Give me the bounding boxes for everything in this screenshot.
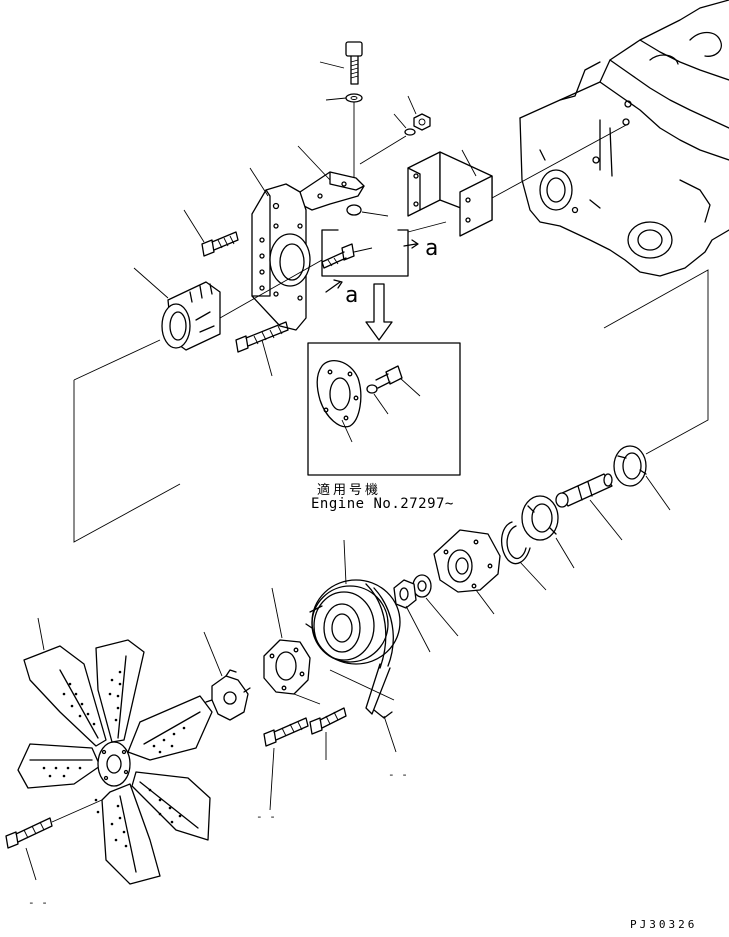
v-belt-pulley [305, 539, 401, 753]
fan-spacer [263, 587, 321, 705]
fan-bolt-1 [263, 717, 309, 811]
part-mark-3: - - [28, 896, 48, 909]
fan-flange [203, 631, 251, 721]
callout-label-a-bottom: a [345, 283, 359, 308]
fan-shaft [555, 473, 623, 541]
guide-lines [73, 269, 709, 543]
plate-bolt-lower [235, 321, 289, 377]
bracket [297, 145, 389, 217]
fan-hub [133, 259, 323, 351]
engine-block [519, 0, 729, 277]
top-washer [325, 93, 363, 178]
fan-bolt-2 [309, 707, 347, 760]
part-mark-2: - - [256, 810, 276, 823]
cooling-fan [17, 617, 213, 885]
top-bolt [319, 41, 363, 85]
detail-note-japanese: 適用号機 [317, 483, 382, 498]
pulley-housing [433, 529, 501, 615]
mounting-plate [249, 167, 311, 331]
snap-ring [501, 521, 547, 591]
spacer-block [407, 123, 629, 237]
bearing-right [613, 445, 671, 511]
small-nut [407, 95, 431, 131]
bearing-left [521, 495, 575, 569]
small-washer [359, 113, 416, 165]
drawing-id: PJ30326 [630, 918, 698, 931]
detail-box [307, 342, 461, 476]
callout-label-a-top: a [425, 236, 439, 261]
flat-washer [412, 574, 459, 637]
detail-note-engine-number: Engine No.27297~ [311, 496, 454, 512]
plate-bolt-upper [183, 209, 239, 257]
plate-bolt-center [321, 243, 373, 269]
part-mark-1: - - [388, 768, 408, 781]
callout-frame [321, 229, 419, 293]
detail-arrow [365, 283, 393, 341]
